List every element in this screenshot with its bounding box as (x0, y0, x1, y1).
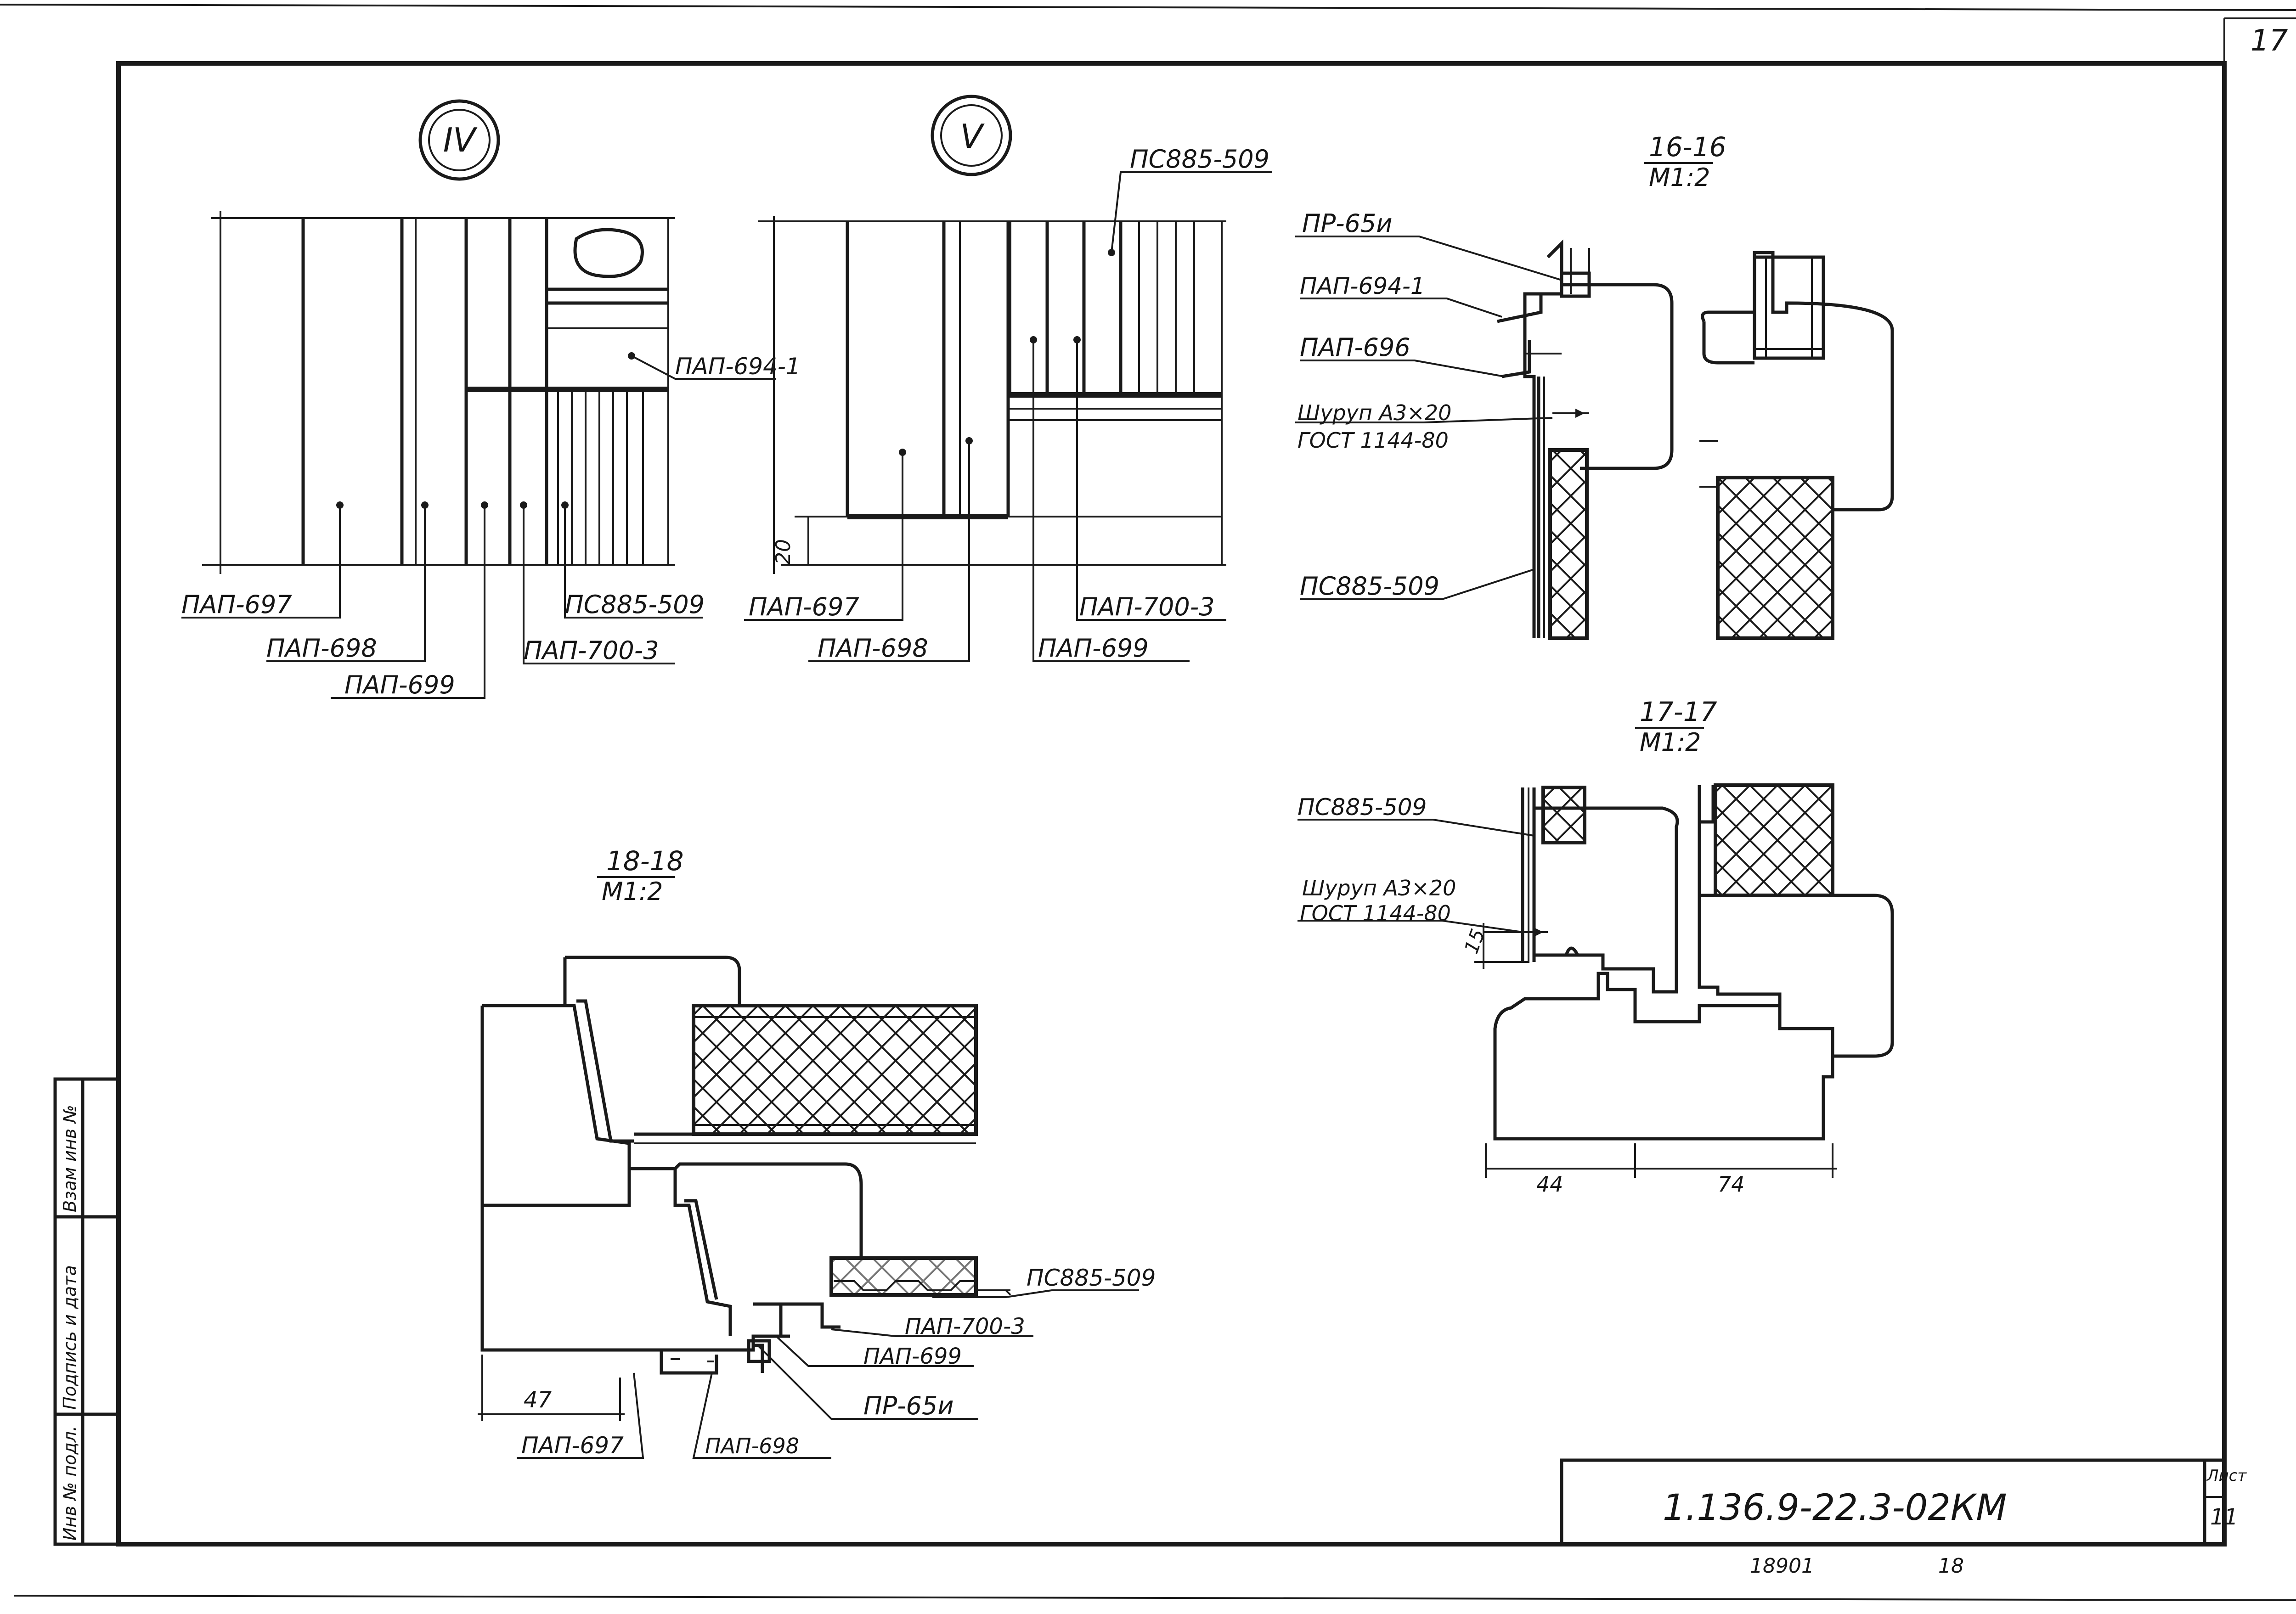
section-17-label-ps-885: ПС885-509 (1297, 794, 1427, 821)
section-18-title: 18-18 (606, 845, 684, 877)
view-v-marker-outer (931, 95, 1012, 176)
title-block-sheet-label: Лист (2206, 1467, 2247, 1485)
section-17-dim-44: 44 (1536, 1172, 1563, 1197)
section-18-label-pr-65: ПР-65и (863, 1391, 953, 1420)
section-17-drawing (1297, 727, 1894, 1178)
view-iv-label-pap-694: ПАП-694-1 (675, 353, 801, 380)
view-iv: IV (181, 99, 776, 699)
title-block-sheet-value: 11 (2210, 1504, 2238, 1530)
sheet-number-top: 17 (2251, 24, 2288, 58)
section-16-drawing (1295, 162, 1894, 640)
section-16-label-pap-696: ПАП-696 (1300, 333, 1410, 362)
section-16-label-pr-65: ПР-65и (1302, 209, 1392, 238)
section-17-label-gost: ГОСТ 1144-80 (1300, 901, 1451, 926)
archive-number: 18901 (1750, 1554, 1814, 1578)
view-v-label-pap-700: ПАП-700-3 (1079, 592, 1215, 621)
title-block (1560, 1458, 2226, 1546)
view-iv-label-pap-697: ПАП-697 (181, 590, 292, 619)
view-iv-label-ps-885: ПС885-509 (565, 590, 705, 619)
view-iv-label-pap-700: ПАП-700-3 (524, 636, 659, 665)
section-18-label-pap-699: ПАП-699 (863, 1344, 962, 1369)
section-16-label-screw: Шуруп А3×20 (1297, 400, 1451, 425)
section-17-label-screw: Шуруп А3×20 (1302, 876, 1456, 900)
sheet-frame (0, 4, 2296, 1601)
section-18-dim-47: 47 (524, 1387, 552, 1413)
side-stamp-cell-1: Взам инв № (60, 1105, 80, 1212)
section-16-label-gost: ГОСТ 1144-80 (1297, 428, 1449, 453)
section-18-label-pap-697: ПАП-697 (521, 1432, 624, 1459)
view-v-dim-20: 20 (772, 539, 795, 565)
view-v-label-pap-698: ПАП-698 (818, 634, 928, 663)
view-v-label-pap-697: ПАП-697 (749, 592, 859, 621)
section-18-label-pap-698: ПАП-698 (705, 1434, 799, 1458)
archive-page: 18 (1938, 1554, 1964, 1578)
section-17-scale: М1:2 (1640, 728, 1701, 757)
view-iv-label-pap-699: ПАП-699 (344, 670, 455, 699)
view-iv-marker-inner (428, 109, 491, 171)
section-17-dim-15: 15 (1460, 926, 1489, 956)
view-iv-marker-outer (418, 99, 500, 181)
title-block-code: 1.136.9-22.3-02КМ (1663, 1487, 2007, 1529)
side-stamp: Взам инв № Подпись и дата Инв № подл. (53, 1077, 120, 1546)
view-iv-label-pap-698: ПАП-698 (266, 634, 377, 663)
section-17-title: 17-17 (1640, 696, 1717, 727)
view-v-marker-inner (940, 104, 1003, 167)
section-16-title: 16-16 (1649, 131, 1726, 163)
section-18-label-ps-885: ПС885-509 (1027, 1265, 1156, 1291)
side-stamp-cell-3: Инв № подл. (60, 1426, 80, 1541)
section-17-dim-74: 74 (1718, 1172, 1745, 1197)
section-18-drawing (478, 876, 1139, 1459)
view-iv-marker-label: IV (443, 121, 478, 159)
side-stamp-cell-2: Подпись и дата (60, 1265, 80, 1410)
view-v-marker-label: V (960, 117, 985, 156)
view-v-label-ps-885: ПС885-509 (1130, 145, 1269, 174)
section-16-label-ps-885: ПС885-509 (1300, 572, 1439, 601)
section-18-scale: М1:2 (602, 877, 663, 906)
section-18-label-pap-700: ПАП-700-3 (905, 1314, 1025, 1339)
view-v: V (744, 95, 1272, 662)
section-16-label-pap-694: ПАП-694-1 (1300, 273, 1425, 299)
view-v-label-pap-699: ПАП-699 (1038, 634, 1149, 663)
section-16-scale: М1:2 (1649, 163, 1710, 192)
